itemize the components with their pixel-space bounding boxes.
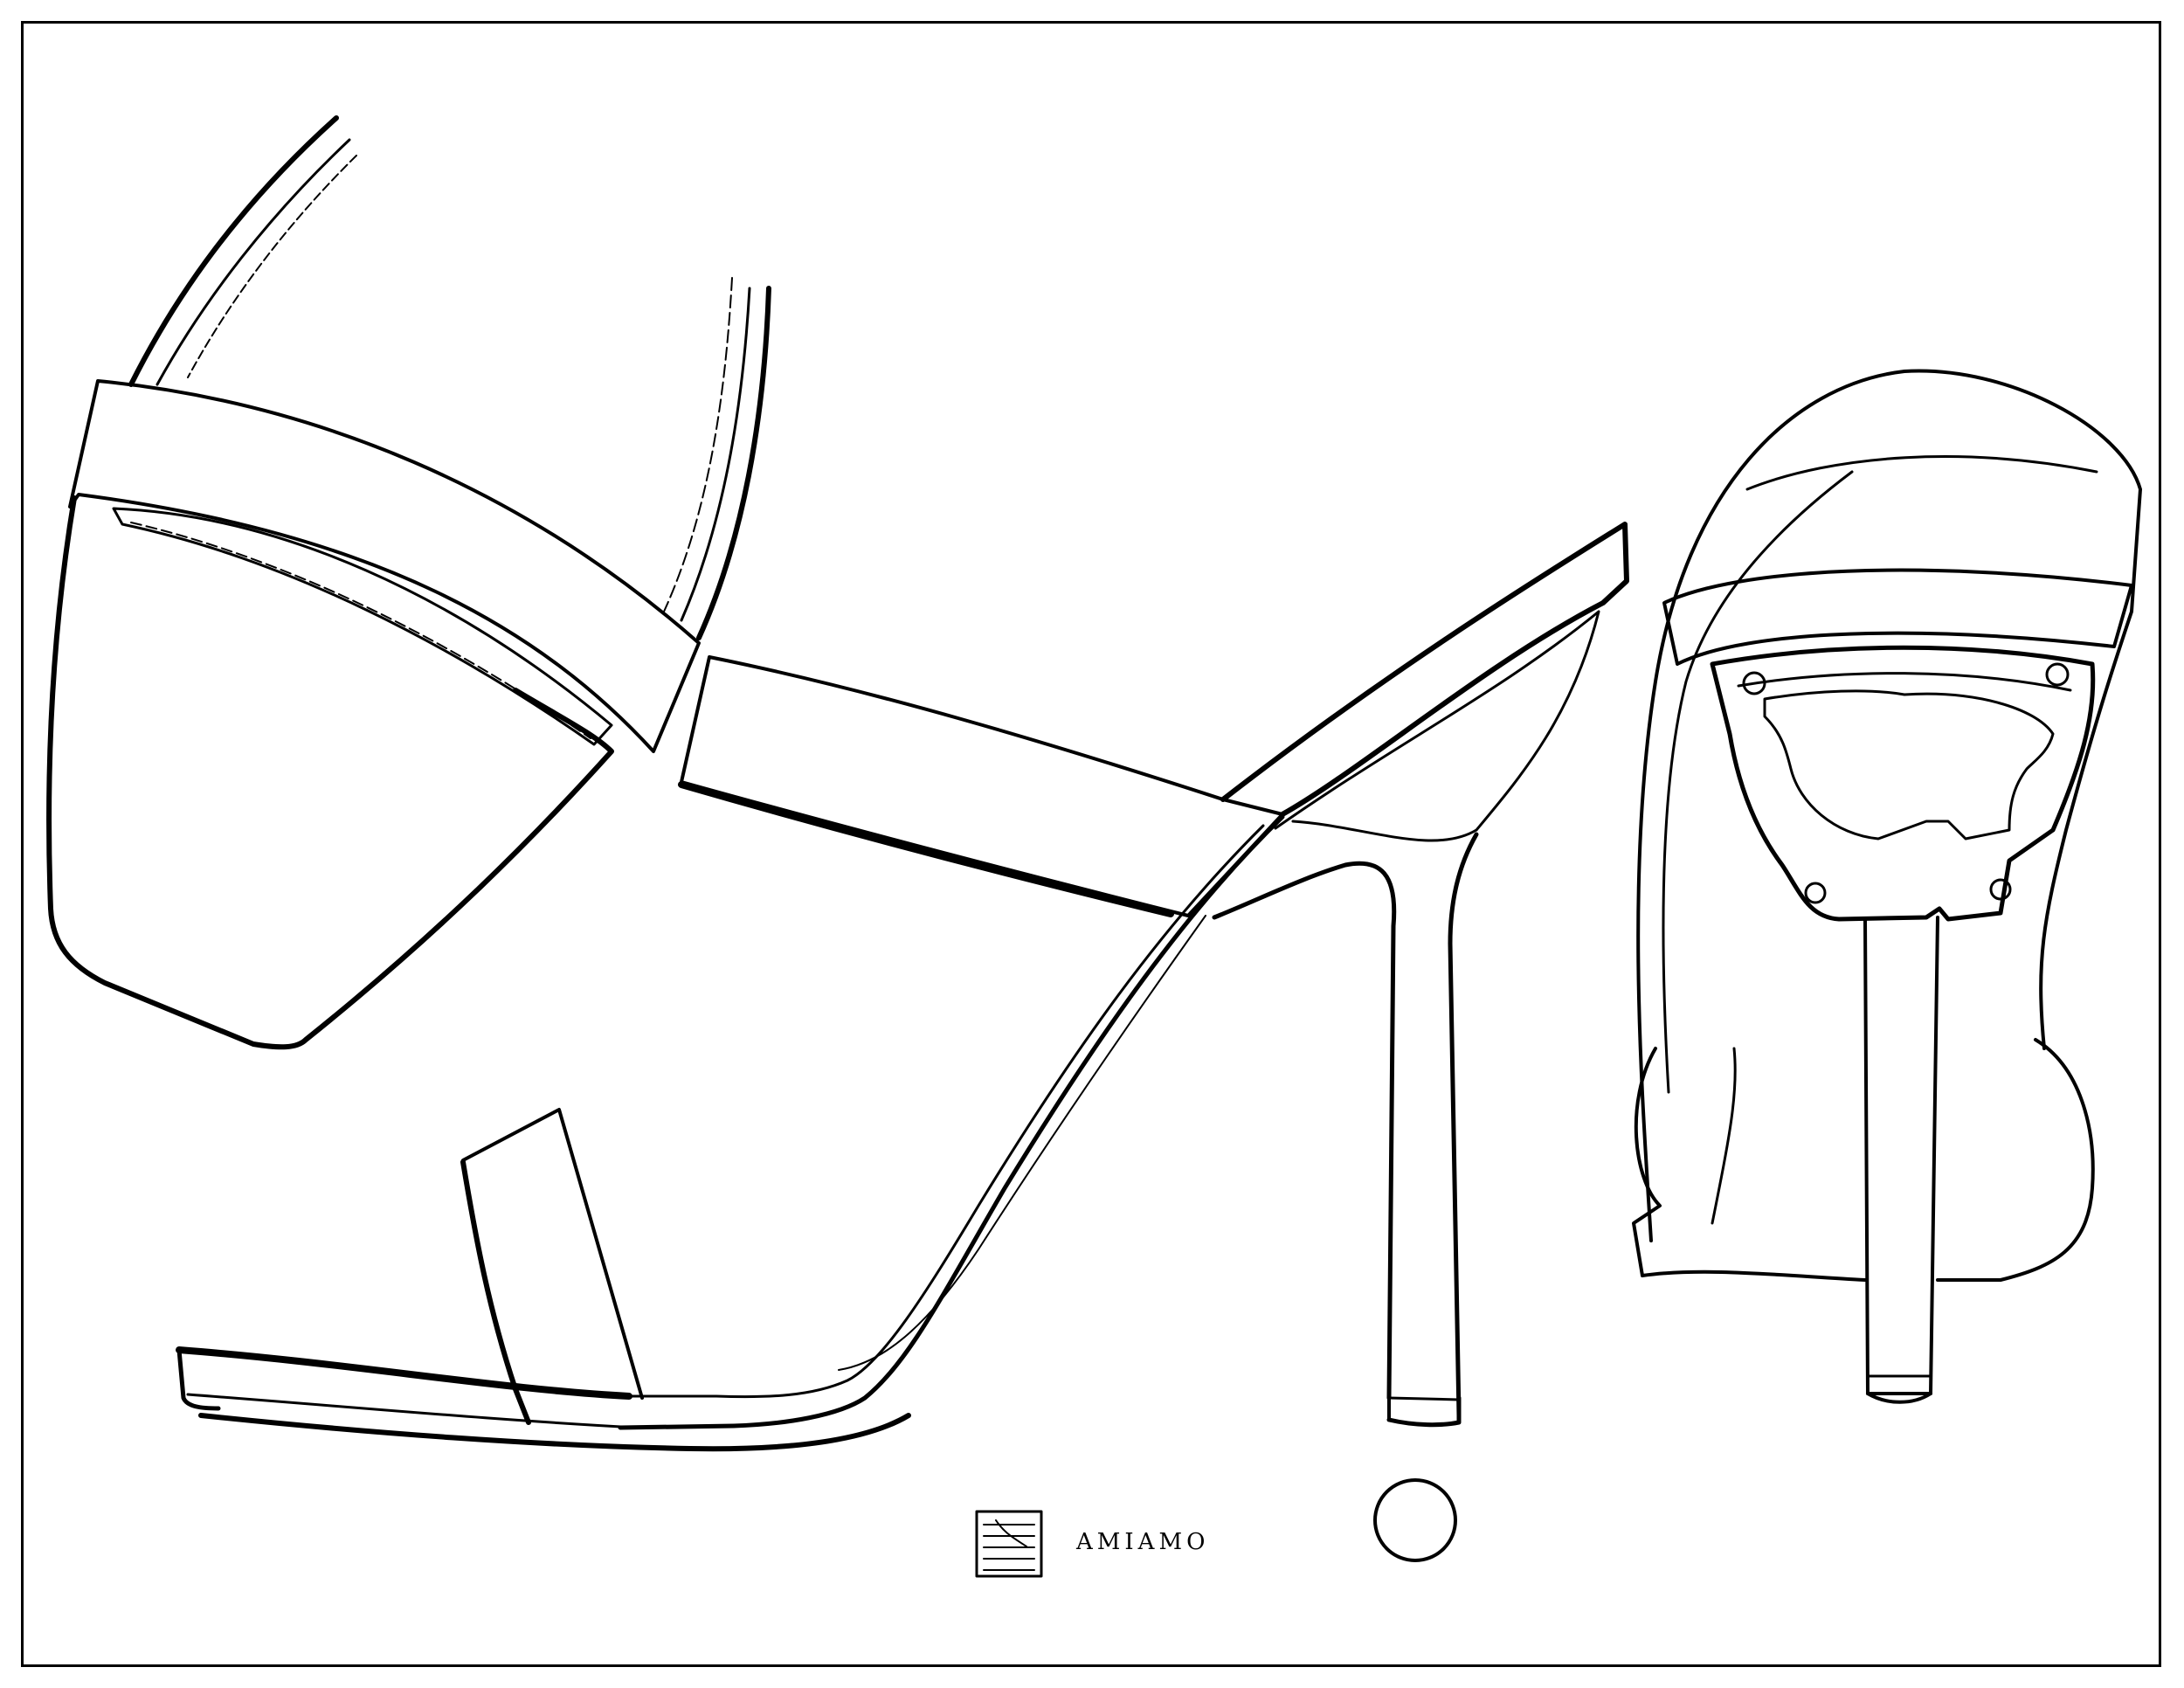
ankle-strap [128,115,357,387]
heel-counter [1220,522,1629,842]
instep-strap [678,655,1284,917]
front-upper-panel [46,379,701,1050]
amiamo-logo-icon [975,1510,1043,1578]
side-view [46,115,1629,1452]
outsole [176,1346,911,1452]
back-view [1632,369,2142,1404]
toe-strap [460,1108,644,1425]
rear-strap [663,277,771,640]
stiletto-heel [1212,832,1479,1428]
page-border [21,21,2161,1667]
brand-wordmark: AMIAMO [1076,1529,1210,1555]
heel-tip-top-view [1373,1478,1457,1562]
midsole-shank [618,814,1285,1430]
